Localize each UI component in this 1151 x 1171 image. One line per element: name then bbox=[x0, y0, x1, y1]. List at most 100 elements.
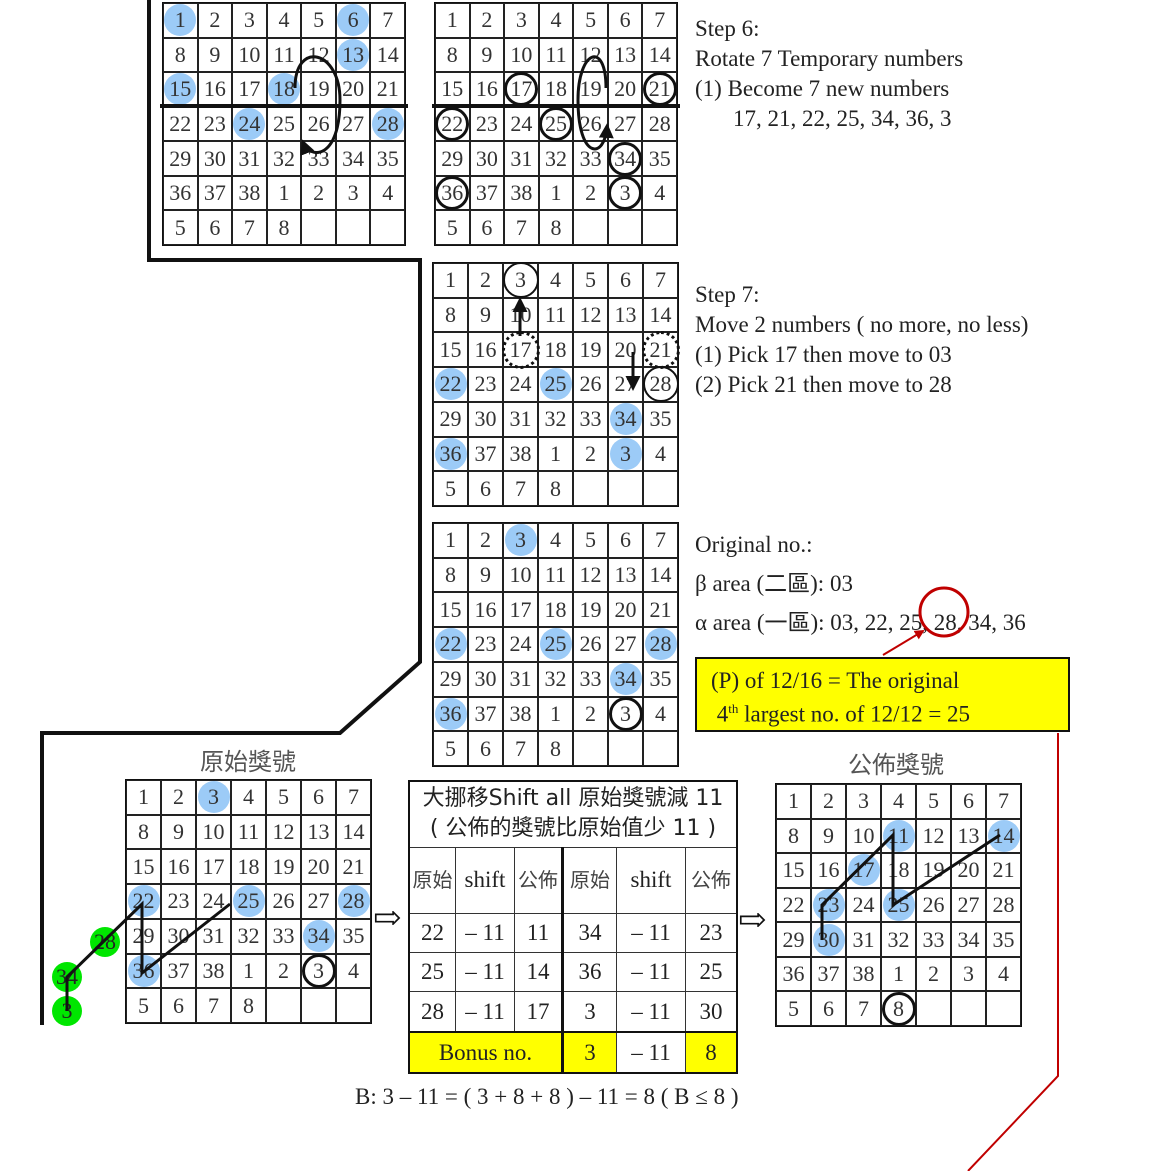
cell-number: 10 bbox=[202, 819, 225, 845]
grid-cell: 3 bbox=[504, 3, 539, 38]
header-original: 原始 bbox=[561, 846, 617, 914]
grid-cell: 29 bbox=[433, 401, 468, 437]
step7-line2: (1) Pick 17 then move to 03 bbox=[695, 342, 952, 367]
grid-cell: 34 bbox=[608, 401, 643, 437]
grid-cell: 22 bbox=[163, 106, 198, 142]
grid-cell: 2 bbox=[468, 523, 503, 558]
cell-number: 8 bbox=[446, 41, 458, 67]
green-marker-34: 34 bbox=[52, 962, 82, 992]
cell-number: 5 bbox=[445, 475, 456, 501]
grid-cell: 36 bbox=[126, 953, 161, 989]
cell-number: 8 bbox=[550, 735, 561, 761]
grid-cell bbox=[916, 991, 951, 1026]
blue-highlight-marker bbox=[504, 524, 537, 557]
cell-number: 30 bbox=[474, 406, 497, 432]
cell: 28 bbox=[408, 991, 456, 1033]
cell-number: 27 bbox=[614, 110, 637, 136]
grid-cell bbox=[336, 988, 371, 1023]
grid-cell: 19 bbox=[573, 332, 608, 368]
grid-cell: 16 bbox=[468, 592, 503, 628]
cell-number: 23 bbox=[474, 631, 497, 657]
grid-cell: 1 bbox=[538, 436, 573, 472]
grid-cell: 6 bbox=[197, 210, 233, 245]
cell-number: 8 bbox=[174, 41, 186, 67]
grid-cell: 13 bbox=[608, 557, 643, 593]
grid-cell: 22 bbox=[433, 627, 468, 662]
cell: – 11 bbox=[616, 951, 686, 993]
grid-cell: 18 bbox=[231, 849, 266, 885]
grid-cell: 5 bbox=[573, 3, 608, 38]
grid-cell: 14 bbox=[643, 297, 678, 333]
grid-cell: 10 bbox=[232, 37, 267, 73]
bonus-result: 8 bbox=[685, 1031, 738, 1074]
grid-cell: 9 bbox=[161, 814, 196, 850]
grid-cell: 30 bbox=[468, 401, 503, 437]
grid-cell: 6 bbox=[161, 988, 196, 1023]
grid-cell bbox=[301, 210, 336, 245]
cell-number: 13 bbox=[342, 41, 365, 67]
grid-cell bbox=[951, 991, 986, 1026]
cell-number: 8 bbox=[550, 475, 561, 501]
grid-cell: 25 bbox=[266, 106, 302, 142]
grid-cell: 38 bbox=[846, 956, 881, 992]
grid-cell: 1 bbox=[881, 956, 916, 992]
cell-number: 32 bbox=[237, 923, 260, 949]
cell-number: 6 bbox=[481, 214, 493, 240]
circle-marker bbox=[435, 106, 470, 141]
grid-cell: 5 bbox=[573, 523, 608, 558]
cell-number: 13 bbox=[614, 41, 637, 67]
cell-number: 4 bbox=[243, 784, 254, 810]
cell-number: 20 bbox=[307, 853, 330, 879]
cell-number: 17 bbox=[509, 596, 532, 622]
grid-cell: 31 bbox=[503, 401, 538, 437]
grid-cell: 19 bbox=[573, 592, 608, 628]
cell-number: 32 bbox=[544, 145, 567, 171]
grid-cell: 33 bbox=[573, 141, 608, 176]
grid-cell: 32 bbox=[538, 401, 573, 437]
cell-number: 19 bbox=[579, 596, 602, 622]
grid-cell: 20 bbox=[301, 849, 336, 885]
cell-number: 7 bbox=[243, 214, 255, 240]
grid-cell: 28 bbox=[642, 106, 677, 142]
grid-cell: 1 bbox=[266, 175, 302, 211]
grid-cell: 33 bbox=[573, 661, 608, 697]
cell-number: 15 bbox=[441, 76, 464, 102]
cell-number: 36 bbox=[132, 957, 155, 983]
grid-cell: 8 bbox=[231, 988, 266, 1023]
header-announced: 公佈 bbox=[685, 846, 738, 914]
grid-cell: 3 bbox=[607, 175, 643, 211]
grid-cell: 17 bbox=[504, 72, 539, 107]
cell-number: 28 bbox=[649, 631, 672, 657]
grid-cell: 10 bbox=[503, 557, 538, 593]
cell: 30 bbox=[685, 991, 738, 1033]
step7-title: Step 7: bbox=[695, 282, 760, 307]
grid-cell: 4 bbox=[538, 263, 573, 298]
cell-number: 32 bbox=[544, 406, 567, 432]
grid-cell bbox=[573, 731, 608, 766]
cell-number: 22 bbox=[439, 371, 462, 397]
grid-cell: 19 bbox=[916, 853, 951, 888]
cell-number: 27 bbox=[614, 631, 637, 657]
cell-number: 34 bbox=[957, 926, 980, 952]
cell-number: 14 bbox=[342, 819, 365, 845]
grid-cell: 11 bbox=[538, 37, 574, 73]
grid-cell: 5 bbox=[776, 991, 811, 1026]
cell-number: 38 bbox=[202, 957, 225, 983]
grid-cell bbox=[266, 988, 301, 1023]
grid-cell: 6 bbox=[468, 731, 503, 766]
bonus-formula: B: 3 – 11 = ( 3 + 8 + 8 ) – 11 = 8 ( B ≤… bbox=[355, 1084, 739, 1109]
cell-number: 37 bbox=[474, 700, 497, 726]
cell-number: 19 bbox=[579, 336, 602, 362]
cell-number: 7 bbox=[655, 527, 666, 553]
cell-number: 5 bbox=[138, 992, 149, 1018]
grid-cell bbox=[335, 210, 371, 245]
grid-cell: 34 bbox=[335, 141, 371, 176]
grid-cell: 34 bbox=[608, 661, 643, 697]
grid-cell: 7 bbox=[370, 3, 405, 38]
cell-number: 23 bbox=[167, 888, 190, 914]
step7-line1: Move 2 numbers ( no more, no less) bbox=[695, 312, 1029, 337]
grid-cell: 2 bbox=[469, 3, 505, 38]
grid-cell: 36 bbox=[433, 696, 468, 732]
grid-cell: 4 bbox=[986, 956, 1021, 992]
